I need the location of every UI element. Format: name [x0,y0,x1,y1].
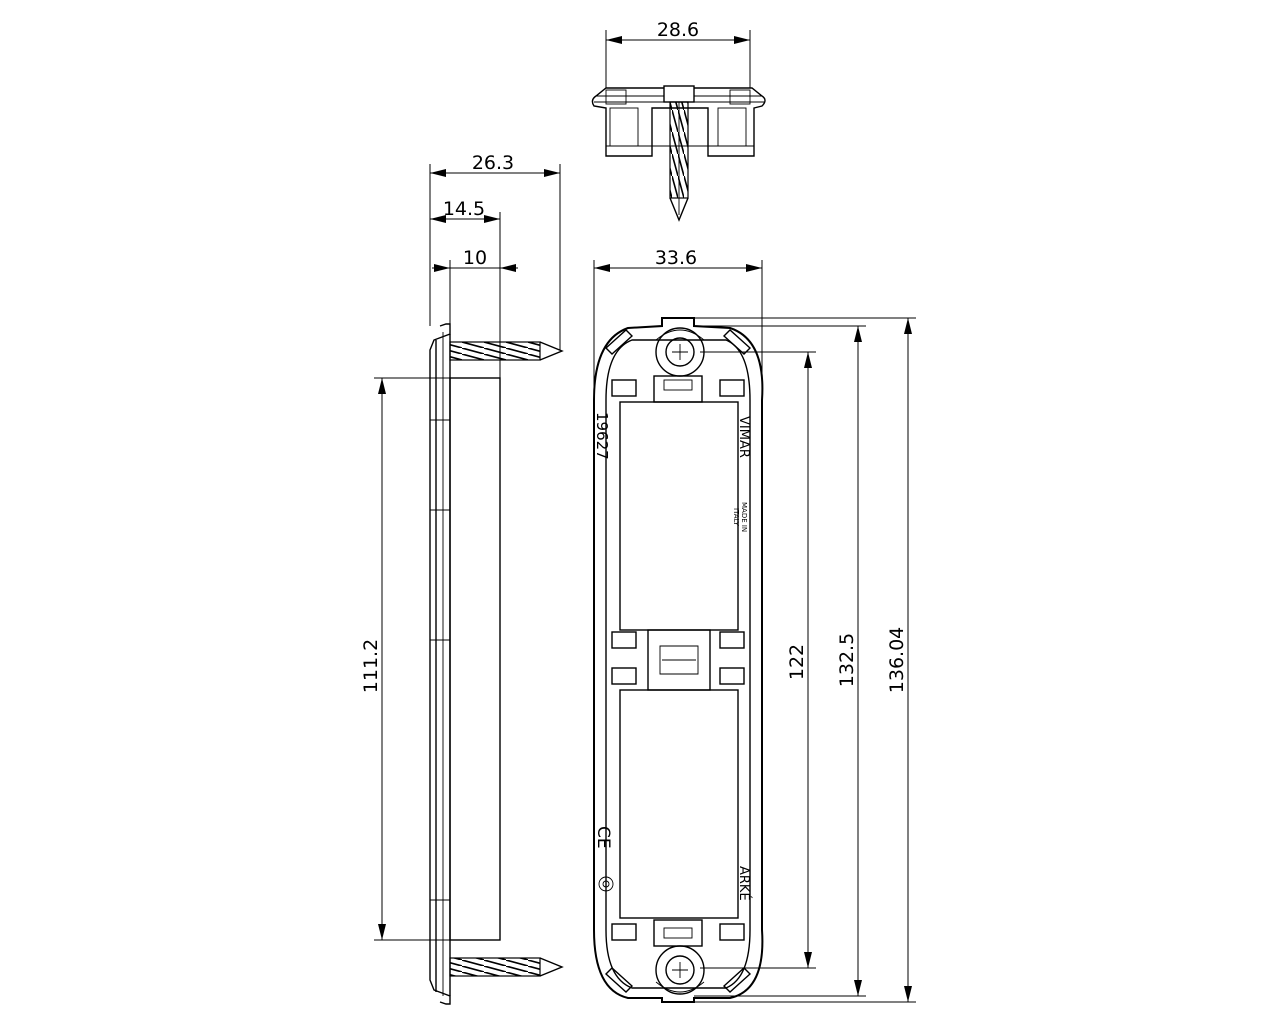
frame-side-view [429,323,564,1005]
origin-line-1: MADE IN [740,502,748,532]
dim-overall-height: 136.04 [886,627,908,693]
series-mark: ARKÉ [736,866,752,901]
dim-frame-height: 132.5 [836,633,858,687]
recycle-icon [598,876,614,892]
part-number: 19627 [593,412,611,460]
origin-line-2: ITALY [732,508,740,527]
dim-side-total-depth: 26.3 [472,152,514,174]
dim-screw-spacing: 122 [786,644,808,680]
frame-markings: 19627 VIMAR MADE IN ITALY ARKÉ CE [593,412,752,901]
dim-side-box-depth: 10 [463,247,487,269]
dimension-labels: 28.6 26.3 14.5 10 33.6 111.2 122 132.5 1… [360,19,908,693]
dim-side-height: 111.2 [360,639,382,693]
cap-top-view [591,85,766,222]
brand-mark: VIMAR [736,416,751,458]
dimension-lines [374,30,916,1003]
ce-mark: CE [593,826,613,849]
dim-cap-width: 28.6 [657,19,699,41]
dim-side-mid-depth: 14.5 [443,198,485,220]
dim-front-width: 33.6 [655,247,697,269]
